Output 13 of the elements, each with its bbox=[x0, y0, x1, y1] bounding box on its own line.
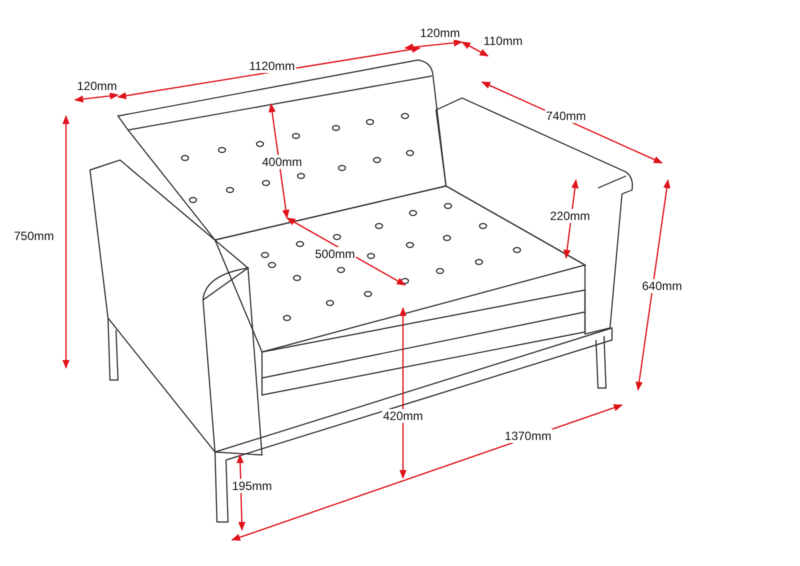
dimension-label: 120mm bbox=[419, 26, 461, 40]
dimension-label: 220mm bbox=[549, 209, 591, 223]
dimension-label: 400mm bbox=[261, 155, 303, 169]
dimension-label: 120mm bbox=[76, 79, 118, 93]
dimension-label: 195mm bbox=[231, 479, 273, 493]
dimension-label: 500mm bbox=[314, 247, 356, 261]
dimension-label: 1370mm bbox=[504, 429, 552, 443]
dimension-label: 740mm bbox=[545, 109, 587, 123]
dimension-label: 110mm bbox=[482, 34, 524, 48]
dimension-label: 640mm bbox=[641, 279, 683, 293]
dimension-label: 750mm bbox=[13, 229, 55, 243]
dimension-label: 420mm bbox=[382, 409, 424, 423]
dimension-label: 1120mm bbox=[248, 59, 296, 73]
